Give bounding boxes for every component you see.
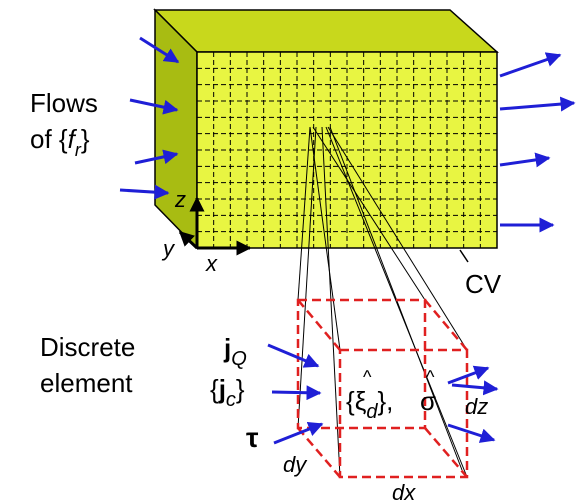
dx-label: dx [392, 480, 416, 504]
discrete-label-line1: Discrete [40, 332, 135, 362]
box-top-face [153, 9, 499, 53]
inflow-arrow [134, 149, 179, 165]
inflow-arrow [119, 184, 170, 200]
box-grid [197, 52, 497, 248]
inflow-arrow [129, 98, 179, 115]
flows-label: Flows of {fr} [30, 88, 98, 160]
xi-label: {ξd}, [346, 386, 393, 423]
sigma-hat: ^ [426, 367, 435, 387]
inflow-arrow [139, 36, 180, 64]
cv-label: CV [465, 269, 502, 299]
flux-labels: jQ {jc} τ ^ {ξd}, ^ σ [210, 333, 436, 453]
flows-label-line1: Flows [30, 88, 98, 118]
outflow-arrow [499, 152, 551, 168]
dimension-labels: dz dy dx [283, 394, 488, 504]
x-axis-label: x [205, 251, 218, 276]
discrete-label-line2: element [40, 368, 133, 398]
out-arrow [447, 365, 490, 385]
discrete-element-cube [296, 298, 469, 479]
jq-arrow [267, 343, 320, 368]
box-side-face [154, 8, 198, 250]
projection-lines [297, 126, 468, 478]
out-arrow [451, 380, 499, 396]
control-volume-box [153, 8, 499, 250]
outflow-arrow [499, 52, 562, 78]
out-arrow [447, 423, 496, 443]
discrete-element-label: Discrete element [40, 332, 135, 398]
outflow-arrows [499, 52, 576, 233]
xi-hat: ^ [363, 367, 372, 387]
jc-label: {jc} [210, 374, 245, 411]
dy-label: dy [283, 452, 308, 477]
jq-label: jQ [223, 333, 247, 370]
tau-label: τ [246, 422, 259, 453]
cv-leader-line [459, 249, 469, 263]
axes: z y x [161, 187, 252, 276]
dz-label: dz [465, 394, 488, 419]
sigma-label: σ [420, 386, 436, 416]
y-axis-line [178, 230, 199, 250]
outflow-arrow [499, 96, 576, 112]
z-axis-label: z [174, 187, 186, 212]
element-flux-arrows [267, 343, 499, 445]
jc-arrow [271, 385, 322, 401]
y-axis-label: y [161, 236, 176, 261]
tau-arrow [273, 421, 324, 445]
flows-label-line2: of {fr} [30, 124, 90, 160]
inflow-arrows [119, 36, 180, 200]
